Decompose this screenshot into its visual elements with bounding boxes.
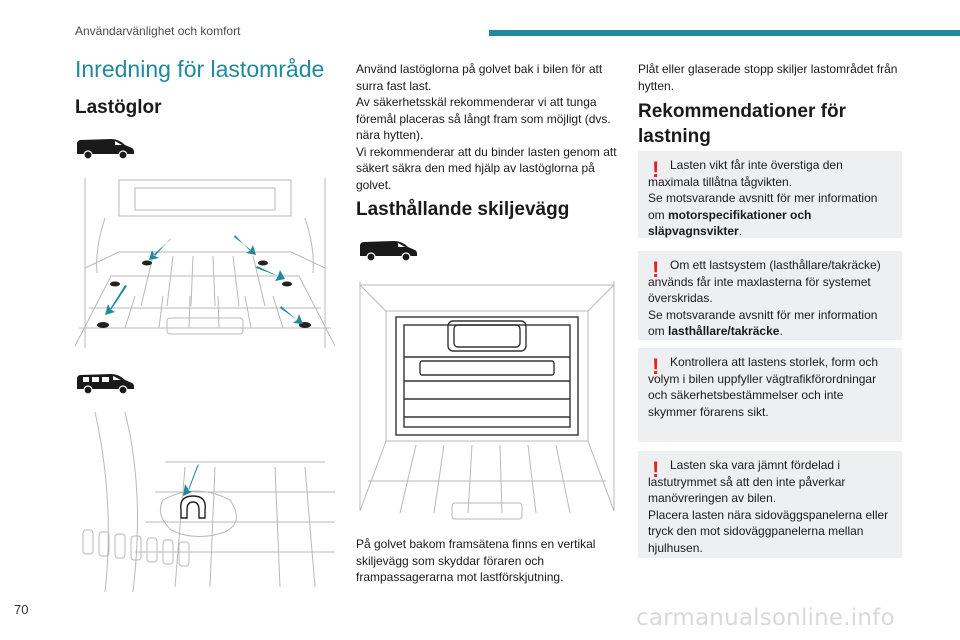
- running-header: Användarvänlighet och komfort: [75, 24, 241, 38]
- warning-text: Lasten vikt får inte överstiga den maxim…: [648, 158, 843, 189]
- page-title: Inredning för lastområde: [75, 56, 325, 82]
- watermark: carmanualsonline.info: [636, 605, 895, 631]
- warning-icon: !: [652, 257, 660, 282]
- heading-partition: Lasthållande skiljevägg: [356, 199, 570, 220]
- tie-down-paragraph-1: Använd lastöglorna på golvet bak i bilen…: [356, 62, 603, 93]
- passenger-van-icon: [77, 374, 134, 395]
- heading-loading-recommendations: Rekommendationer för lastning: [638, 101, 846, 147]
- warning-reference: Se motsvarande avsnitt för mer informati…: [648, 191, 878, 239]
- passenger-floor-tie-down-illustration: [82, 412, 335, 592]
- warning-box-load-system: ! Om ett lastsystem (lasthållare/takräck…: [638, 251, 902, 340]
- warning-box-weight: ! Lasten vikt får inte överstiga den max…: [638, 151, 902, 238]
- warning-box-load-size: ! Kontrollera att lastens storlek, form …: [638, 348, 902, 442]
- page-number: 70: [14, 602, 29, 617]
- stops-description: Plåt eller glaserade stopp skiljer lasto…: [638, 62, 898, 93]
- partition-description: På golvet bakom framsätena finns en vert…: [356, 537, 596, 585]
- panel-van-icon: [360, 241, 417, 262]
- cargo-floor-tie-down-illustration: [75, 178, 335, 348]
- warning-box-distribution: ! Lasten ska vara jämnt fördelad i lastu…: [638, 451, 902, 558]
- tie-down-paragraph-3: Vi rekommenderar att du binder lasten ge…: [356, 144, 617, 192]
- partition-wall-illustration: [359, 281, 615, 520]
- warning-icon: !: [652, 457, 660, 482]
- warning-text: Om ett lastsystem (lasthållare/takräcke)…: [648, 258, 881, 306]
- panel-van-icon: [77, 139, 134, 160]
- tie-down-instructions: Använd lastöglorna på golvet bak i bilen…: [356, 61, 618, 193]
- warning-icon: !: [652, 354, 660, 379]
- warning-text: Kontrollera att lastens storlek, form oc…: [648, 355, 879, 419]
- tie-down-paragraph-2: Av säkerhetsskäl rekommenderar vi att tu…: [356, 95, 611, 143]
- warning-icon: !: [652, 157, 660, 182]
- heading-lastoglor: Lastöglor: [75, 97, 162, 118]
- warning-reference: Se motsvarande avsnitt för mer informati…: [648, 307, 878, 339]
- warning-text: Lasten ska vara jämnt fördelad i lastutr…: [648, 458, 846, 506]
- header-accent-bar: [489, 30, 960, 36]
- warning-text-placement: Placera lasten nära sidoväggspanelerna e…: [648, 507, 889, 555]
